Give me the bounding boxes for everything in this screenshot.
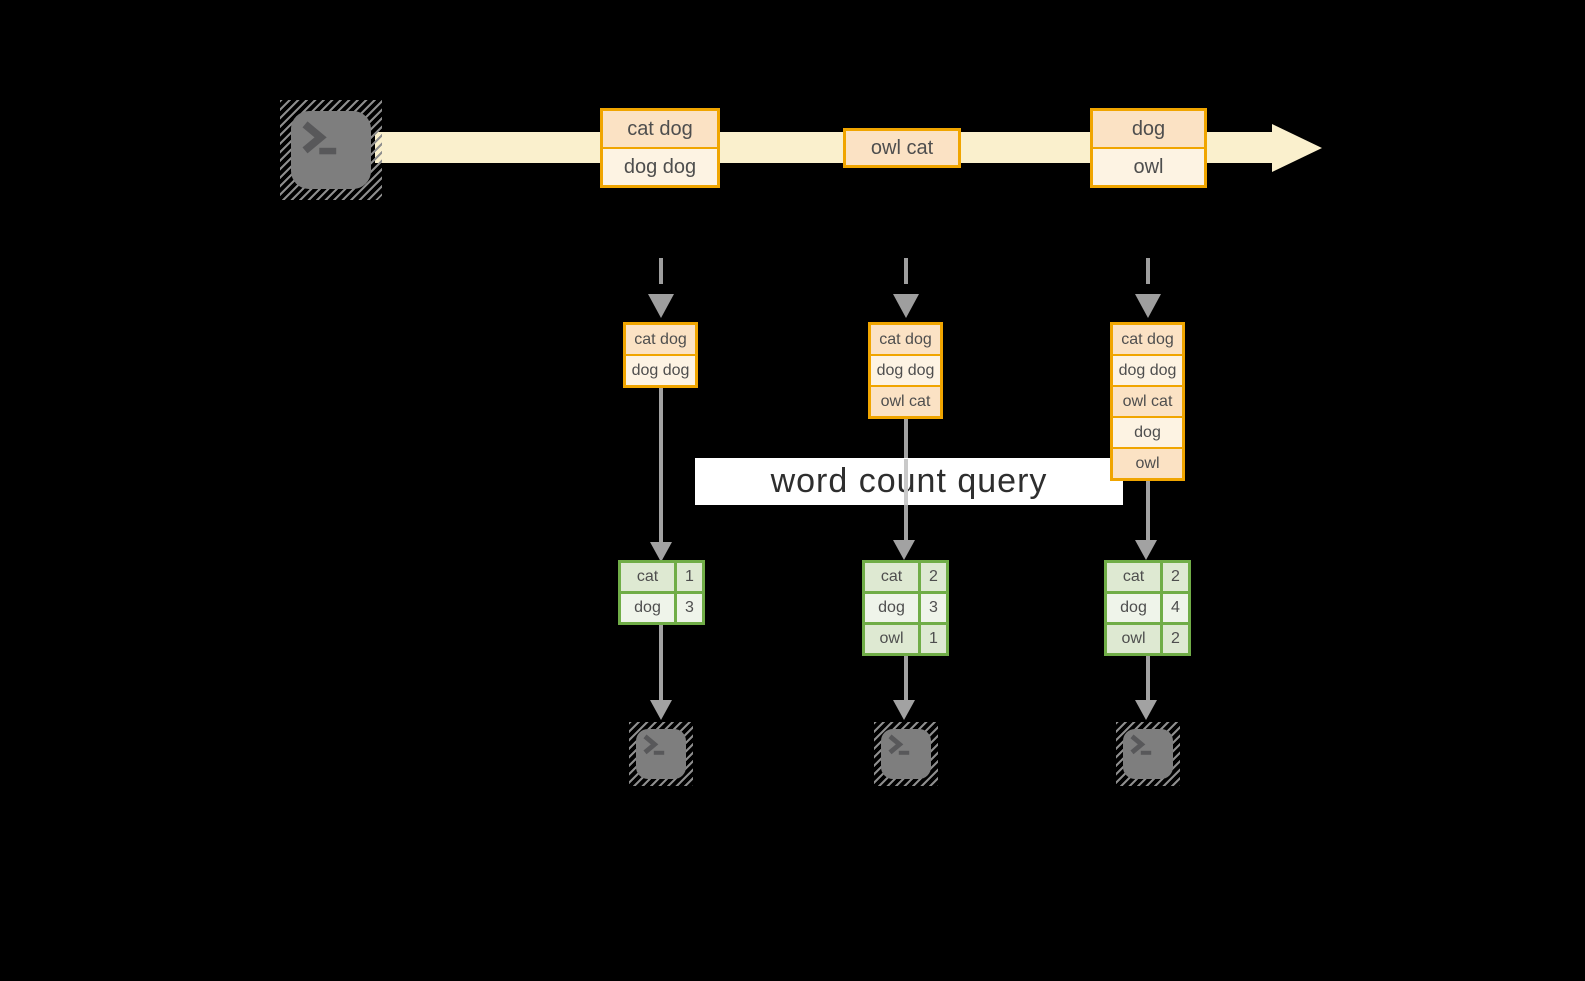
query-arrow <box>659 386 663 542</box>
result-row: owl 2 <box>1107 622 1188 653</box>
sink-arrowhead-icon <box>650 700 672 720</box>
dashed-arrow <box>904 258 908 284</box>
result-row: cat 2 <box>865 563 946 591</box>
count-cell: 2 <box>918 563 946 591</box>
received-records-stack-3: cat dog dog dog owl cat dog owl <box>1110 322 1185 481</box>
word-cell: cat <box>621 563 674 591</box>
query-label-text: word count query <box>770 462 1048 500</box>
terminal-prompt-icon <box>643 734 665 755</box>
dashed-arrow <box>1146 258 1150 284</box>
event-box-3: dog owl <box>1090 108 1207 188</box>
received-records-stack-2: cat dog dog dog owl cat <box>868 322 943 419</box>
count-cell: 4 <box>1160 594 1188 622</box>
word-cell: owl <box>1107 625 1160 653</box>
result-row: cat 2 <box>1107 563 1188 591</box>
sink-terminal-icon <box>1116 722 1180 786</box>
query-arrow-overlay <box>904 459 908 505</box>
record-cell: cat dog <box>626 325 695 354</box>
count-cell: 3 <box>674 594 702 622</box>
event-box-1: cat dog dog dog <box>600 108 720 188</box>
sink-arrow <box>659 625 663 702</box>
record-cell: owl cat <box>871 385 940 416</box>
dashed-arrowhead-icon <box>893 294 919 318</box>
event-record: dog <box>1093 111 1204 147</box>
sink-terminal-icon <box>874 722 938 786</box>
result-table-3: cat 2 dog 4 owl 2 <box>1104 560 1191 656</box>
terminal-prompt-icon <box>1130 734 1152 755</box>
dashed-arrowhead-icon <box>648 294 674 318</box>
record-cell: cat dog <box>1113 325 1182 354</box>
event-box-2: owl cat <box>843 128 961 168</box>
result-row: dog 3 <box>865 591 946 622</box>
word-cell: dog <box>865 594 918 622</box>
sink-arrow <box>1146 656 1150 702</box>
stream-source-terminal-icon <box>280 100 382 200</box>
result-row: dog 4 <box>1107 591 1188 622</box>
stream-timeline-arrowhead-icon <box>1272 124 1322 172</box>
query-arrowhead-icon <box>1135 540 1157 560</box>
terminal-prompt-icon <box>302 121 337 155</box>
word-cell: dog <box>1107 594 1160 622</box>
count-cell: 3 <box>918 594 946 622</box>
event-record: cat dog <box>603 111 717 147</box>
dashed-arrowhead-icon <box>1135 294 1161 318</box>
result-row: owl 1 <box>865 622 946 653</box>
record-cell: owl <box>1113 447 1182 478</box>
event-record: owl <box>1093 147 1204 185</box>
event-record: dog dog <box>603 147 717 185</box>
received-records-stack-1: cat dog dog dog <box>623 322 698 388</box>
query-arrowhead-icon <box>650 542 672 562</box>
dashed-arrow <box>659 258 663 284</box>
sink-arrowhead-icon <box>1135 700 1157 720</box>
count-cell: 1 <box>674 563 702 591</box>
record-cell: dog <box>1113 416 1182 447</box>
sink-arrowhead-icon <box>893 700 915 720</box>
word-cell: owl <box>865 625 918 653</box>
record-cell: dog dog <box>1113 354 1182 385</box>
result-table-1: cat 1 dog 3 <box>618 560 705 625</box>
terminal-prompt-icon <box>888 734 910 755</box>
result-row: cat 1 <box>621 563 702 591</box>
query-arrow <box>1146 481 1150 540</box>
sink-arrow <box>904 656 908 702</box>
word-cell: dog <box>621 594 674 622</box>
word-cell: cat <box>865 563 918 591</box>
word-count-query-label: word count query <box>695 458 1123 505</box>
record-cell: owl cat <box>1113 385 1182 416</box>
event-record: owl cat <box>846 131 958 165</box>
record-cell: dog dog <box>626 354 695 385</box>
sink-terminal-icon <box>629 722 693 786</box>
count-cell: 2 <box>1160 563 1188 591</box>
count-cell: 1 <box>918 625 946 653</box>
result-table-2: cat 2 dog 3 owl 1 <box>862 560 949 656</box>
count-cell: 2 <box>1160 625 1188 653</box>
word-cell: cat <box>1107 563 1160 591</box>
record-cell: dog dog <box>871 354 940 385</box>
result-row: dog 3 <box>621 591 702 622</box>
query-arrowhead-icon <box>893 540 915 560</box>
record-cell: cat dog <box>871 325 940 354</box>
